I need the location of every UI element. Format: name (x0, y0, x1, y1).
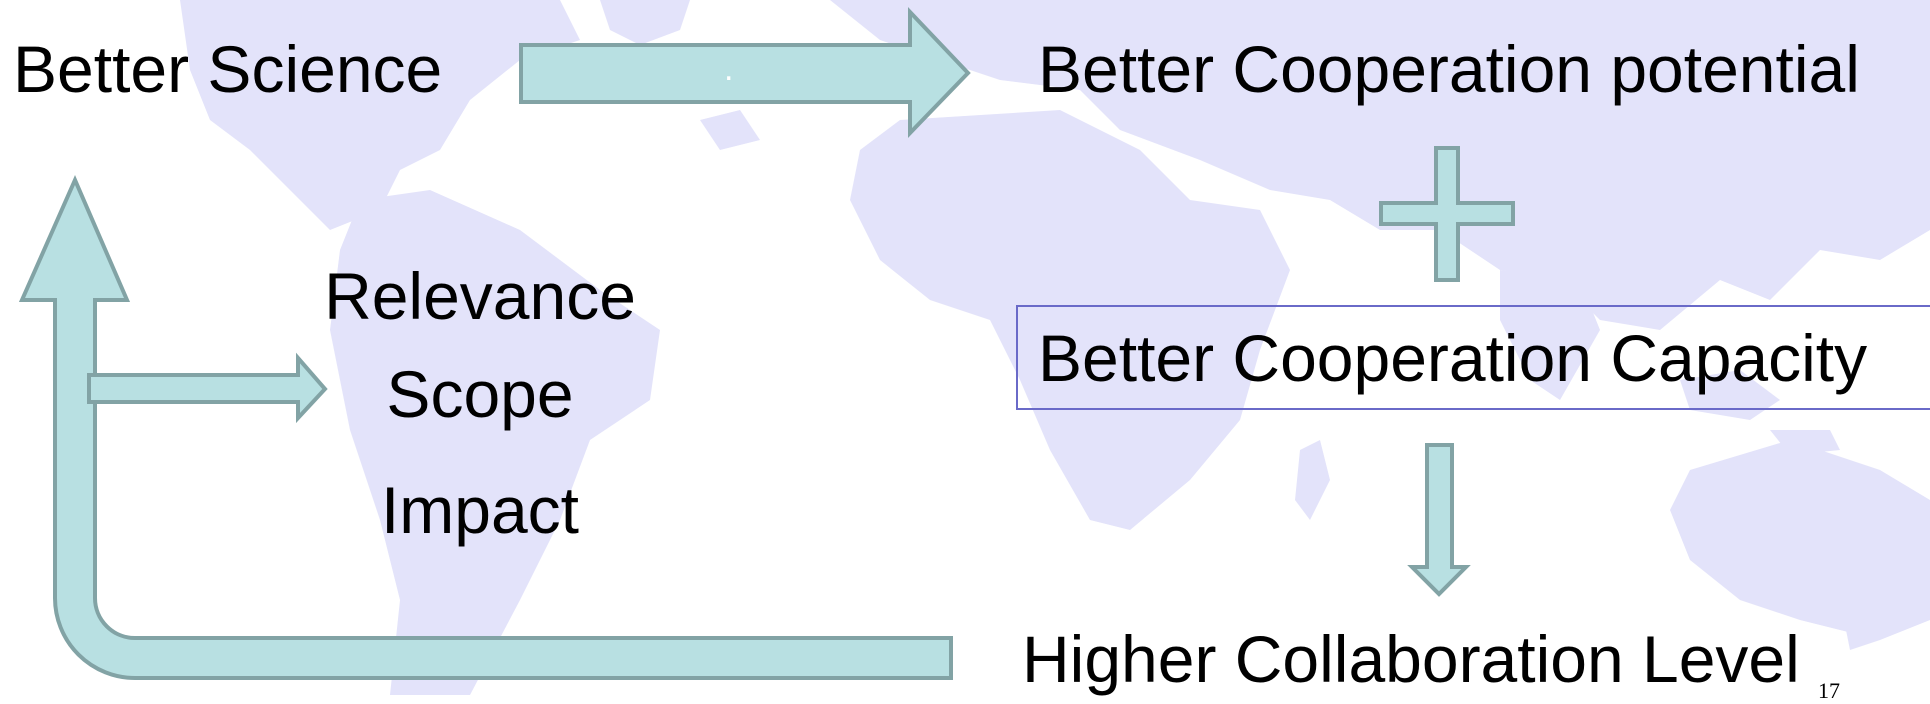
capacity-box (1016, 305, 1930, 410)
plus-icon (1379, 146, 1515, 282)
node-better-science: Better Science (13, 32, 443, 106)
factor-scope: Scope (386, 357, 574, 431)
arrow-dot: . (724, 50, 734, 88)
node-higher-collaboration-level: Higher Collaboration Level (1022, 622, 1800, 696)
arrow-science-to-potential (519, 6, 971, 138)
arrow-capacity-to-collaboration (1407, 443, 1471, 597)
node-better-cooperation-potential: Better Cooperation potential (1038, 32, 1860, 106)
arrow-to-factors (87, 352, 328, 424)
factor-impact: Impact (380, 473, 580, 547)
arrow-collaboration-to-science (18, 175, 953, 680)
node-better-cooperation-capacity: Better Cooperation Capacity (1038, 321, 1868, 395)
page-number: 17 (1818, 678, 1840, 703)
factor-relevance: Relevance (324, 259, 636, 333)
